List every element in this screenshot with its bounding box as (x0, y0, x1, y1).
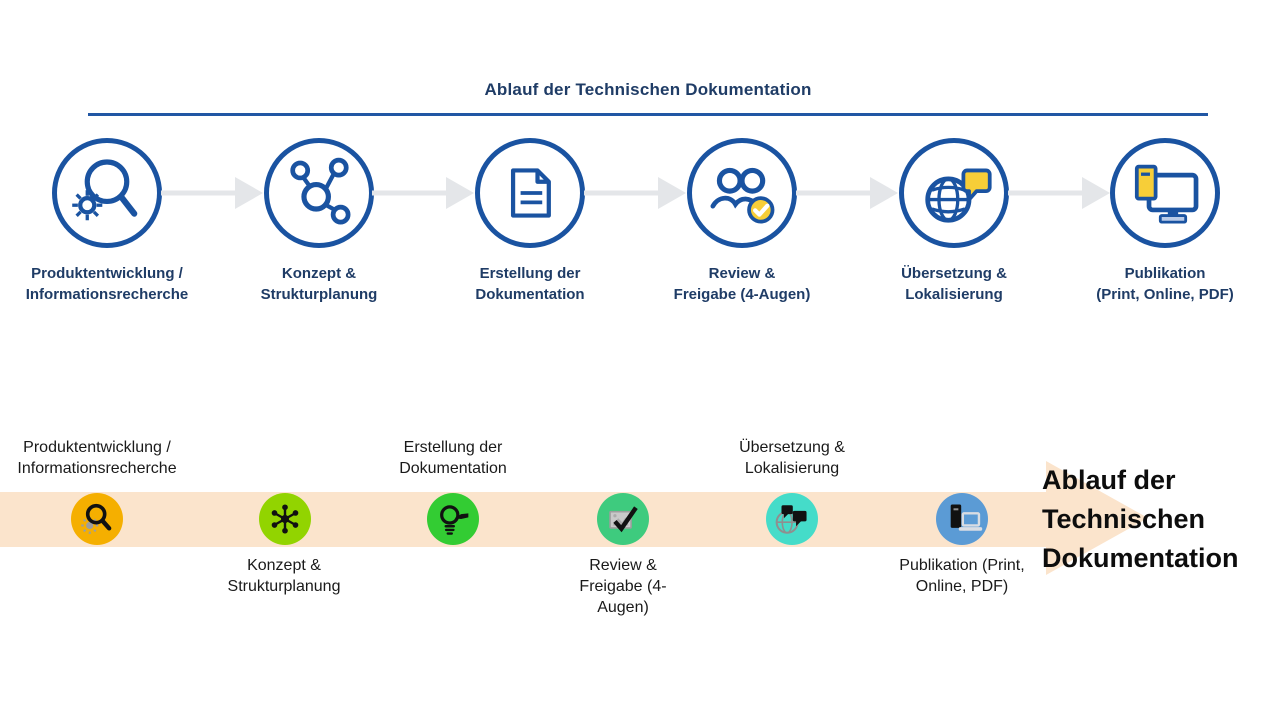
process-arrow-head (1046, 461, 1148, 575)
globe-speech-icon (925, 168, 992, 223)
image-check-icon (609, 506, 638, 533)
lightbulb-pencil-icon (440, 505, 469, 535)
bottom-step-circle-3 (427, 493, 479, 545)
top-step-circle-3 (475, 138, 585, 248)
document-icon (510, 168, 551, 218)
network-hub-icon (271, 504, 299, 534)
network-nodes-icon (290, 157, 351, 225)
title-underline (88, 113, 1208, 116)
bottom-step-label-2: Konzept &Strukturplanung (227, 557, 341, 595)
top-step-label-5: Übersetzung &Lokalisierung (901, 265, 1007, 303)
magnifier-gear-icon (81, 503, 112, 534)
search-gear-icon (72, 159, 138, 221)
flow-arrow-icon (372, 177, 474, 209)
top-step-circle-2 (264, 138, 374, 248)
flow-arrow-icon (584, 177, 686, 209)
top-step-label-4: Review &Freigabe (4-Augen) (673, 265, 811, 303)
flow-arrow-icon (796, 177, 898, 209)
flow-arrow-icon (161, 177, 263, 209)
bottom-step-label-1: Produktentwicklung /Informationsrecherch… (17, 439, 177, 477)
bottom-step-circle-4 (597, 493, 649, 545)
devices-laptop-icon (950, 504, 983, 531)
top-step-circle-1 (52, 138, 162, 248)
bottom-flow-title: Ablauf der Technischen Dokumentation (1042, 465, 1239, 573)
top-flow-title: Ablauf der Technischen Dokumentation (484, 80, 812, 99)
top-step-label-2: Konzept &Strukturplanung (260, 265, 378, 303)
bottom-step-circle-1 (71, 493, 123, 545)
devices-icon (1134, 164, 1199, 224)
top-step-label-6: Publikation(Print, Online, PDF) (1096, 265, 1234, 303)
top-step-label-1: Produktentwicklung /Informationsrecherch… (25, 265, 189, 303)
globe-chat-icon (775, 505, 807, 534)
top-step-circle-4 (687, 138, 797, 248)
bottom-step-label-5: Übersetzung &Lokalisierung (739, 439, 845, 477)
flow-arrow-icon (1008, 177, 1110, 209)
bottom-step-circle-5 (766, 493, 818, 545)
bottom-step-circle-6 (936, 493, 988, 545)
top-step-circle-6 (1110, 138, 1220, 248)
process-arrow-band (0, 492, 1046, 547)
people-check-icon (710, 167, 775, 224)
top-step-circle-5 (899, 138, 1009, 248)
bottom-step-label-4: Review &Freigabe (4-Augen) (579, 557, 667, 616)
bottom-step-circle-2 (259, 493, 311, 545)
bottom-step-label-6: Publikation (Print,Online, PDF) (899, 557, 1025, 595)
